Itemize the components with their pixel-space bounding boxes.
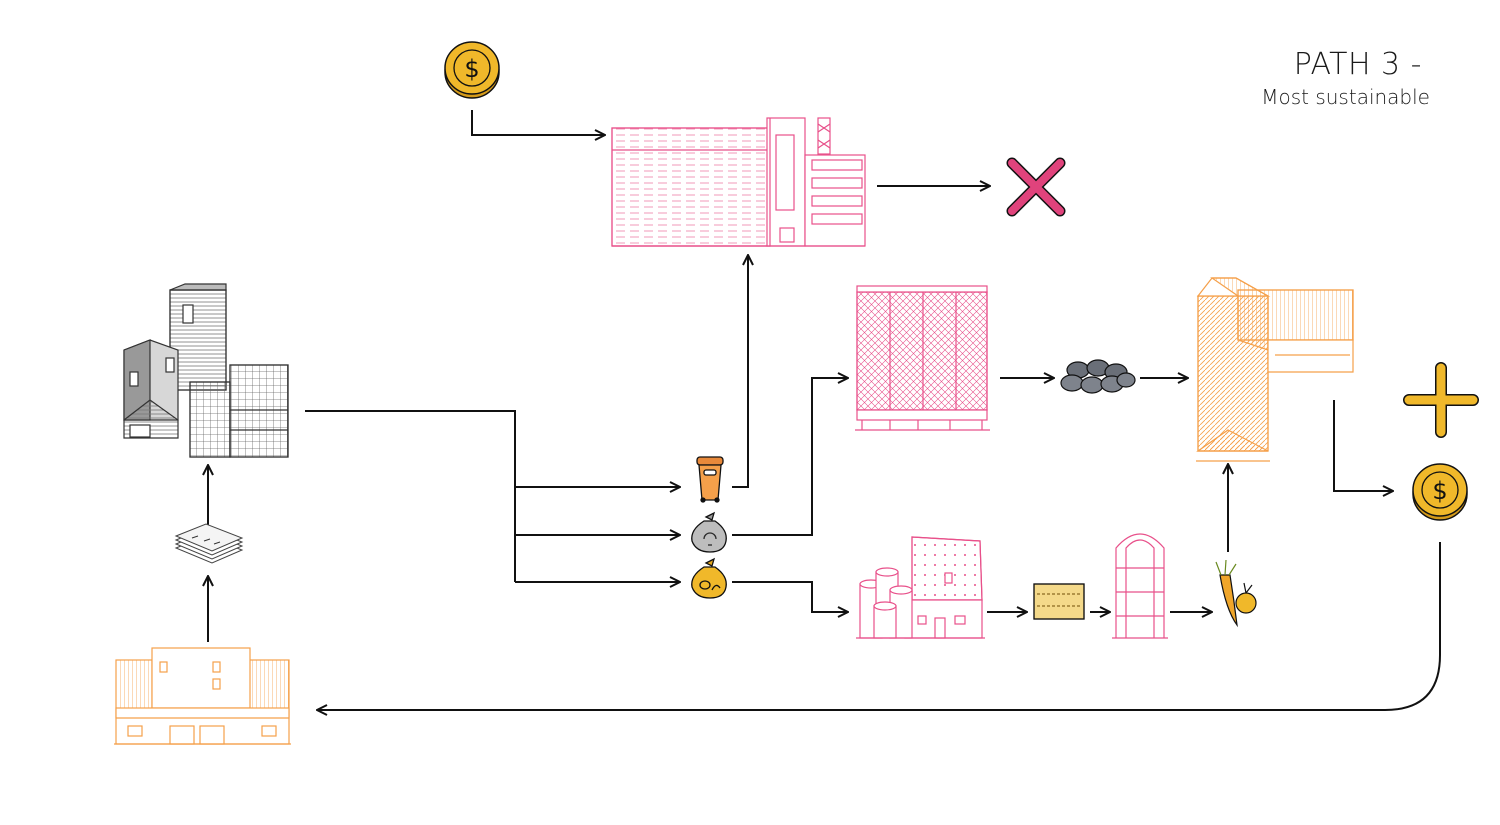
diagram-subtitle: Most sustainable <box>1261 85 1430 109</box>
greenhouse-icon <box>1112 533 1168 639</box>
arrow-organic-to-biogas <box>732 581 848 612</box>
coin-symbol: $ <box>1432 477 1447 505</box>
coin-icon: $ <box>444 41 500 99</box>
vegetables-icon <box>1215 559 1257 628</box>
manufacturing-plant-icon <box>1196 277 1354 462</box>
arrow-office-to-bins <box>305 410 516 582</box>
arrow-coin-to-market <box>317 542 1441 710</box>
office-buildings-icon <box>123 283 289 458</box>
arrow-coin-to-incinerator <box>471 110 605 135</box>
plus-icon <box>1403 362 1479 438</box>
compost-icon <box>1033 583 1085 620</box>
coin-icon: $ <box>1412 463 1468 521</box>
rejected-cross-icon <box>1006 157 1066 217</box>
recycling-facility-icon <box>855 285 990 431</box>
diagram-title: PATH 3 - <box>1293 47 1422 82</box>
arrow-recycling-to-facility <box>732 378 848 536</box>
market-building-icon <box>114 647 291 745</box>
organic-waste-bag-icon <box>691 557 727 599</box>
orange-bin-icon <box>696 456 724 503</box>
pellets-icon <box>1060 359 1136 394</box>
arrow-plant-to-coin <box>1333 400 1393 491</box>
flow-arrows <box>208 110 1441 710</box>
recycling-bag-icon <box>691 511 727 553</box>
incinerator-plant-icon <box>611 117 866 247</box>
title-block: PATH 3 - Most sustainable <box>1261 46 1430 110</box>
documents-icon <box>174 523 244 564</box>
arrow-bin-to-incinerator <box>732 255 748 488</box>
biogas-plant-icon <box>856 536 985 639</box>
coin-symbol: $ <box>464 55 479 83</box>
